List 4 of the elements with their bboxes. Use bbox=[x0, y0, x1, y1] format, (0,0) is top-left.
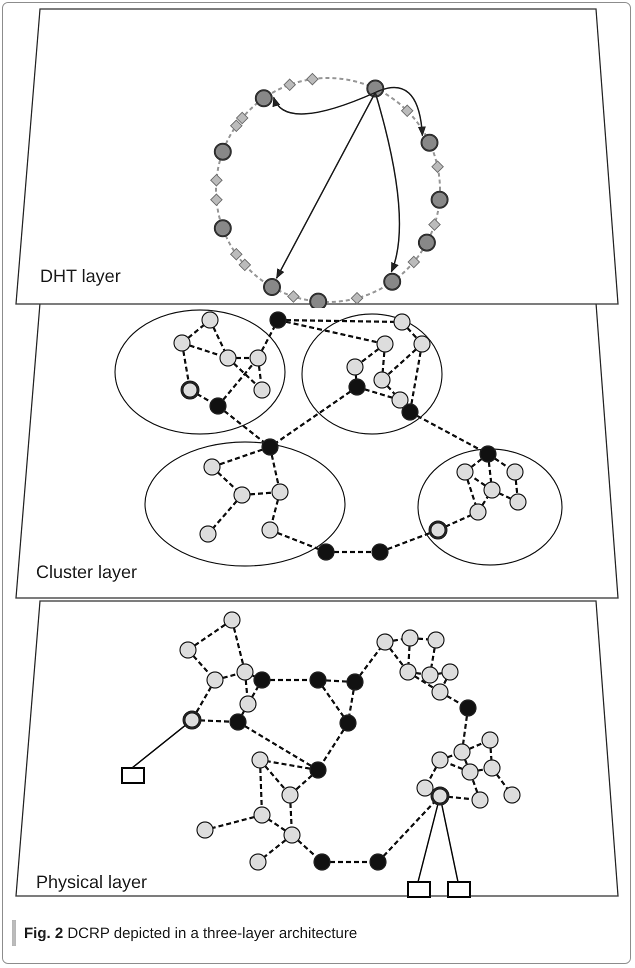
layer-label: Cluster layer bbox=[36, 562, 138, 583]
layer-label: Physical layer bbox=[36, 872, 148, 893]
figure-caption: Fig. 2 DCRP depicted in a three-layer architecture bbox=[24, 925, 358, 942]
layer-label: DHT layer bbox=[40, 266, 121, 287]
